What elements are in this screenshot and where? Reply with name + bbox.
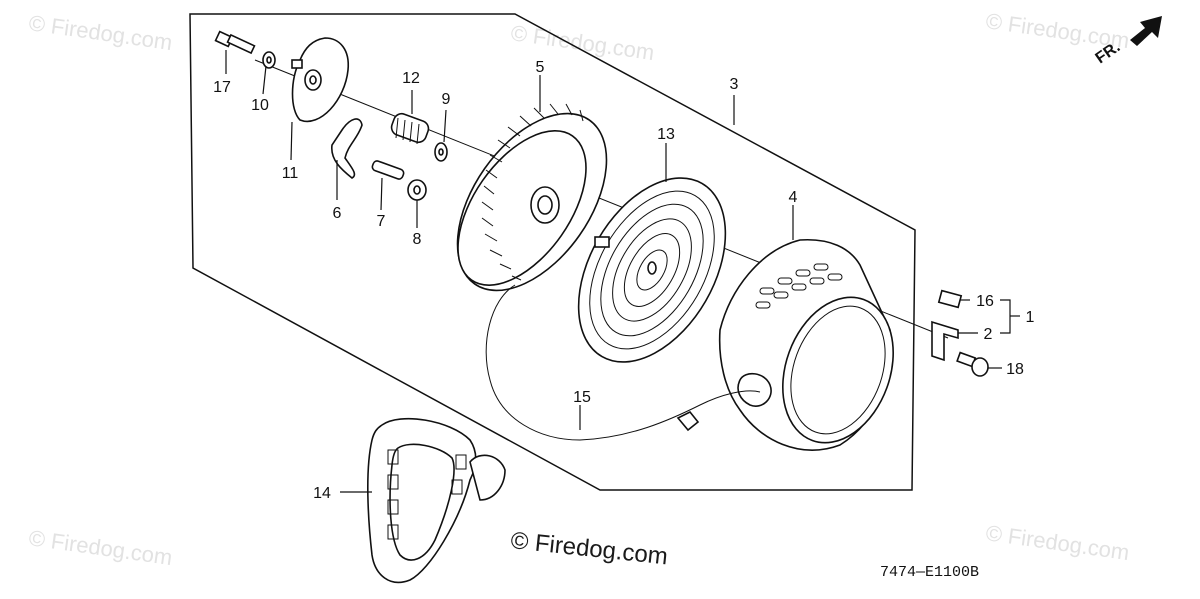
assembly-frame <box>189 13 916 491</box>
callout-17: 17 <box>213 79 231 96</box>
callout-4: 4 <box>789 189 798 206</box>
callout-3: 3 <box>730 76 739 93</box>
spring-12 <box>390 112 430 145</box>
watermark-center: © Firedog.com <box>509 527 669 570</box>
ratchet-6 <box>331 118 363 179</box>
callout-11: 11 <box>282 165 299 182</box>
pawl-block-16 <box>937 289 963 309</box>
callout-5: 5 <box>536 59 545 76</box>
front-arrow-icon <box>1130 16 1162 46</box>
drawing-code: 7474—E1100B <box>880 564 979 581</box>
callout-2: 2 <box>984 326 993 343</box>
callout-1: 1 <box>1026 309 1035 326</box>
pin-7 <box>371 160 405 180</box>
rope-knot <box>676 410 700 432</box>
callout-labels: 17 10 11 12 9 6 7 8 5 3 13 4 15 14 16 2 … <box>213 59 1034 502</box>
callout-7: 7 <box>377 213 386 230</box>
washer-10 <box>262 51 276 69</box>
callout-12: 12 <box>402 70 420 87</box>
callout-10: 10 <box>251 97 269 114</box>
pulley-5 <box>456 103 608 292</box>
callout-9: 9 <box>442 91 451 108</box>
callout-14: 14 <box>313 485 331 502</box>
bracket-2 <box>931 320 959 362</box>
friction-plate-11 <box>291 37 350 123</box>
bolt-17 <box>214 30 256 55</box>
starter-rope-15 <box>485 284 761 441</box>
callout-18: 18 <box>1006 361 1024 378</box>
callout-6: 6 <box>333 205 342 222</box>
watermark-top-center: © Firedog.com <box>509 20 656 65</box>
starter-handle-14 <box>367 417 506 584</box>
watermark-bottom-left: © Firedog.com <box>27 525 174 570</box>
washer-9 <box>434 142 448 162</box>
clip-8 <box>407 179 427 201</box>
leader-lines <box>225 50 1020 493</box>
spiral-spring-13 <box>577 177 727 363</box>
callout-8: 8 <box>413 231 422 248</box>
starter-case-4 <box>718 238 894 451</box>
watermark-bottom-right: © Firedog.com <box>984 520 1131 565</box>
watermark-top-left: © Firedog.com <box>27 10 174 55</box>
callout-13: 13 <box>657 126 675 143</box>
callout-16: 16 <box>976 293 994 310</box>
callout-15: 15 <box>573 389 591 406</box>
bolt-18 <box>956 351 989 377</box>
